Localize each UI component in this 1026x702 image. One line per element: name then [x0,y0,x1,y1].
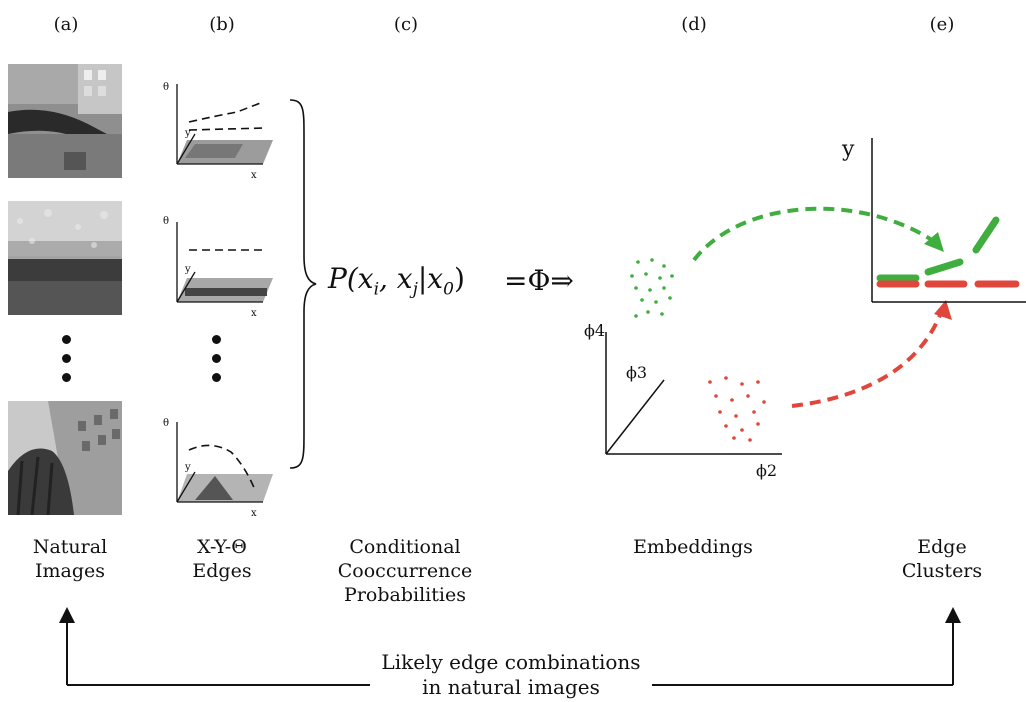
cluster-y-label: y [841,137,855,162]
caption-c-line1: Conditional [349,536,461,558]
arrowhead-right-icon [945,607,961,623]
conditional-probability-formula: P(xi, xj|x0) [328,262,465,300]
x-label-1: x [251,170,257,181]
theta-label-2: θ [163,216,169,227]
caption-c: Conditional Cooccurrence Probabilities [330,536,480,607]
caption-e-line2: Clusters [901,559,983,582]
natural-image-3 [8,401,122,515]
caption-c-line2: Cooccurrence [337,559,473,582]
natural-image-2 [8,201,122,315]
bottom-annotation: Likely edge combinations in natural imag… [370,650,652,700]
ellipsis-a [62,335,72,392]
caption-a-line2: Images [34,559,105,582]
caption-a-line1: Natural [32,536,108,558]
caption-b-line1: X-Y-Θ [197,536,247,558]
caption-e-line1: Edge [917,536,967,558]
x-label-2: x [251,308,257,319]
panel-tag-d: (d) [681,14,707,35]
ellipsis-b [212,335,222,392]
panel-tag-e: (e) [929,14,955,35]
phi3-label: ϕ3 [626,363,647,382]
panel-tag-a: (a) [53,14,79,35]
panel-tag-c: (c) [393,14,419,35]
natural-image-1 [8,64,122,178]
phi4-label: ϕ4 [584,321,605,340]
y-label-2: y [184,264,191,275]
y-label-1: y [184,128,191,139]
x-label-3: x [251,508,257,519]
panel-tag-b: (b) [209,14,235,35]
green-edge-3 [972,216,1000,254]
phi3-axis [605,379,665,455]
red-embedding-cluster [708,376,766,442]
embedding-map-symbol: =Φ⇒ [504,264,574,297]
edge-plot-3: θ x y [163,418,273,519]
caption-d: Embeddings [618,536,768,560]
green-edge-2 [924,258,964,276]
theta-label-3: θ [163,418,169,429]
edge-plot-1: θ x y [163,82,273,181]
y-label-3: y [184,462,191,473]
embeddings-and-clusters: ϕ4 ϕ3 ϕ2 y [584,137,1026,480]
edge-plot-2: θ x y [163,216,273,319]
theta-label-1: θ [163,82,169,93]
green-dashed-arrow [692,206,940,262]
caption-c-line3: Probabilities [344,583,466,606]
bottom-annotation-line1: Likely edge combinations [381,650,641,674]
caption-e: Edge Clusters [892,536,992,584]
caption-a: Natural Images [20,536,120,584]
red-dashed-arrow [791,309,944,408]
curly-brace [289,99,317,469]
arrowhead-left-icon [59,607,75,623]
bottom-annotation-line2: in natural images [422,675,600,699]
phi2-label: ϕ2 [756,461,777,480]
caption-d-line1: Embeddings [633,536,753,558]
green-embedding-cluster [630,258,674,318]
caption-b-line2: Edges [192,559,252,582]
caption-b: X-Y-Θ Edges [172,536,272,584]
